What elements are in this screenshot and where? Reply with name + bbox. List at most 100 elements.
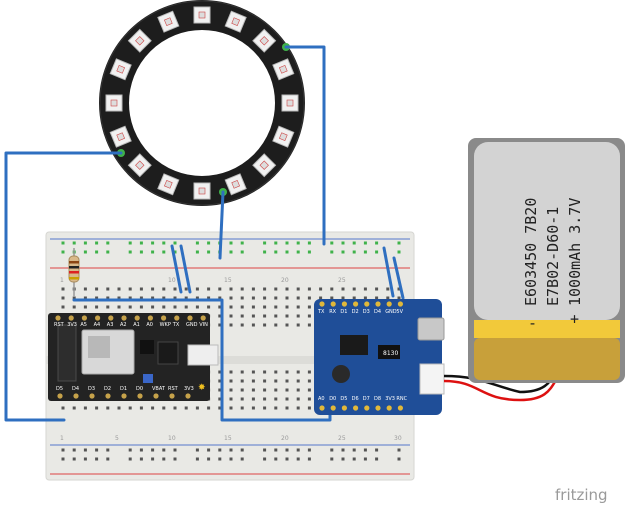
- terminal-hole: [173, 296, 177, 300]
- pin-label: D4: [72, 386, 79, 392]
- wire-jump-2: [179, 244, 192, 294]
- header-pin: [134, 315, 140, 321]
- header-pin: [397, 301, 403, 307]
- terminal-hole: [195, 406, 199, 410]
- terminal-hole: [263, 287, 267, 291]
- terminal-hole: [274, 305, 278, 309]
- rail-hole: [72, 241, 76, 245]
- terminal-hole: [263, 379, 267, 383]
- rail-hole: [274, 448, 278, 452]
- terminal-hole: [274, 296, 278, 300]
- terminal-hole: [83, 296, 87, 300]
- terminal-hole: [251, 314, 255, 318]
- rail-hole: [397, 457, 401, 461]
- pin-label: A5: [80, 322, 87, 328]
- terminal-hole: [128, 305, 132, 309]
- terminal-hole: [83, 406, 87, 410]
- pin-label: D4: [374, 309, 381, 315]
- terminal-hole: [106, 287, 110, 291]
- terminal-hole: [296, 397, 300, 401]
- terminal-hole: [229, 287, 233, 291]
- rail-hole: [207, 241, 211, 245]
- terminal-hole: [117, 287, 121, 291]
- rail-hole: [375, 250, 379, 254]
- terminal-hole: [72, 305, 76, 309]
- terminal-hole: [251, 323, 255, 327]
- rail-hole: [363, 457, 367, 461]
- ring-led: [109, 58, 132, 81]
- terminal-hole: [83, 305, 87, 309]
- pin-label: A2: [120, 322, 127, 328]
- terminal-hole: [173, 305, 177, 309]
- terminal-hole: [397, 296, 401, 300]
- terminal-hole: [363, 296, 367, 300]
- rail-hole: [307, 457, 311, 461]
- terminal-hole: [229, 379, 233, 383]
- rail-hole: [296, 241, 300, 245]
- terminal-hole: [251, 370, 255, 374]
- terminal-hole: [274, 370, 278, 374]
- header-pin: [341, 301, 347, 307]
- wire-jump-3: [382, 246, 395, 298]
- terminal-hole: [330, 287, 334, 291]
- rail-hole: [363, 241, 367, 245]
- rail-hole: [263, 241, 267, 245]
- header-pin: [353, 405, 359, 411]
- pin-label: D1: [340, 309, 347, 315]
- header-pin: [55, 315, 61, 321]
- terminal-hole: [218, 287, 222, 291]
- rail-hole: [330, 241, 334, 245]
- rail-hole: [397, 448, 401, 452]
- terminal-hole: [285, 296, 289, 300]
- terminal-hole: [307, 370, 311, 374]
- terminal-hole: [251, 388, 255, 392]
- terminal-hole: [229, 370, 233, 374]
- header-pin: [161, 315, 167, 321]
- rail-hole: [128, 241, 132, 245]
- pin-label: D6: [352, 396, 359, 402]
- terminal-hole: [95, 305, 99, 309]
- header-pin: [108, 315, 114, 321]
- rail-hole: [352, 448, 356, 452]
- terminal-hole: [307, 406, 311, 410]
- terminal-hole: [61, 296, 65, 300]
- rail-hole: [375, 241, 379, 245]
- rail-hole: [285, 448, 289, 452]
- terminal-hole: [296, 287, 300, 291]
- terminal-hole: [341, 287, 345, 291]
- rail-hole: [218, 457, 222, 461]
- terminal-hole: [240, 379, 244, 383]
- terminal-hole: [128, 296, 132, 300]
- terminal-hole: [151, 305, 155, 309]
- ring-led: [224, 173, 247, 196]
- terminal-hole: [229, 323, 233, 327]
- rail-hole: [195, 250, 199, 254]
- col-label-5: 5: [115, 435, 119, 442]
- ring-led: [127, 28, 152, 53]
- rail-hole: [263, 250, 267, 254]
- rail-hole: [229, 448, 233, 452]
- rail-hole: [195, 457, 199, 461]
- pin-label: GND: [385, 309, 397, 315]
- pin-label: D3: [88, 386, 95, 392]
- rail-hole: [61, 457, 65, 461]
- terminal-hole: [307, 287, 311, 291]
- header-pin: [81, 315, 87, 321]
- charger-chip-label: 8130: [383, 350, 398, 357]
- terminal-hole: [72, 406, 76, 410]
- pin-label: TX: [172, 322, 180, 328]
- col-label-top-10: 10: [168, 277, 176, 284]
- terminal-hole: [263, 388, 267, 392]
- battery-minus-mark: -: [528, 314, 537, 332]
- ring-led: [105, 94, 123, 112]
- rail-hole: [307, 250, 311, 254]
- header-pin: [375, 301, 381, 307]
- rail-hole: [207, 448, 211, 452]
- terminal-hole: [106, 296, 110, 300]
- terminal-hole: [151, 406, 155, 410]
- terminal-hole: [285, 388, 289, 392]
- pin-label: 3V3: [67, 322, 77, 328]
- terminal-hole: [263, 406, 267, 410]
